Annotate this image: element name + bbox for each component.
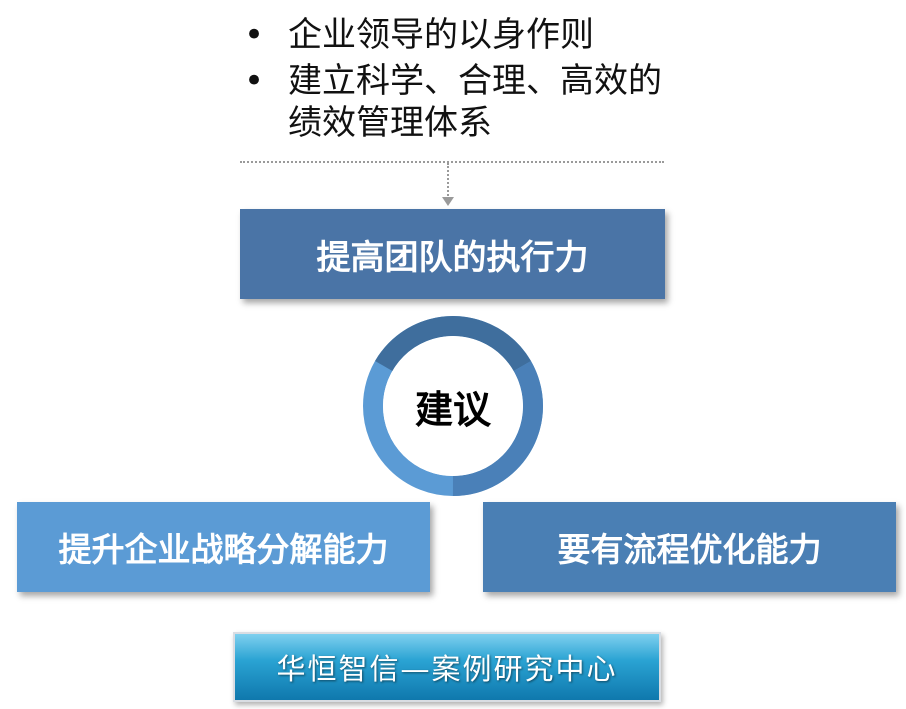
left-recommendation-label: 提升企业战略分解能力 (58, 530, 389, 569)
bullet-item: • 企业领导的以身作则 (238, 14, 678, 56)
center-label: 建议 (362, 315, 544, 497)
bullet-dot-icon: • (244, 61, 265, 101)
footer-label: 华恒智信—案例研究中心 (276, 652, 618, 686)
ring-mid-segment (363, 316, 543, 496)
bullet-text: 企业领导的以身作则 (288, 15, 594, 55)
bullet-list: • 企业领导的以身作则 • 建立科学、合理、高效的绩效管理体系 (238, 14, 678, 144)
left-recommendation-box: 提升企业战略分解能力 (17, 502, 430, 592)
center-label-text: 建议 (414, 387, 491, 432)
bullet-item: • 建立科学、合理、高效的绩效管理体系 (238, 60, 678, 144)
top-recommendation-label: 提高团队的执行力 (316, 237, 589, 278)
right-recommendation-label: 要有流程优化能力 (557, 530, 822, 569)
right-recommendation-box: 要有流程优化能力 (483, 502, 896, 592)
dotted-divider (240, 161, 664, 163)
bullet-dot-icon: • (244, 15, 265, 55)
top-recommendation-box: 提高团队的执行力 (240, 209, 665, 299)
center-ring (362, 316, 543, 496)
footer-banner: 华恒智信—案例研究中心 (233, 632, 661, 702)
ring-inner-disc (383, 336, 523, 476)
arrow-down-icon (442, 197, 454, 206)
bullet-text: 建立科学、合理、高效的绩效管理体系 (288, 61, 662, 143)
dotted-connector (447, 163, 449, 199)
